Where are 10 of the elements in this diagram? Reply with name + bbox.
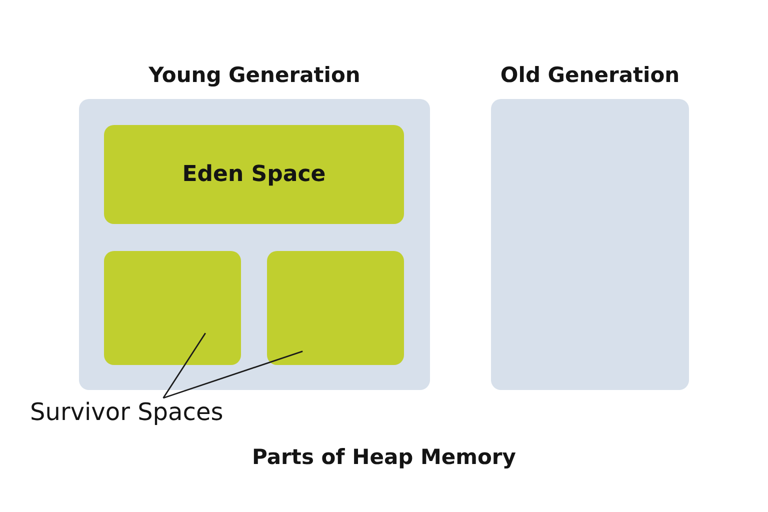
region-heading: Young Generation xyxy=(148,62,360,89)
memory-block xyxy=(267,251,404,365)
memory-block xyxy=(104,251,241,365)
callout-label: Survivor Spaces xyxy=(30,398,224,426)
block-label: Eden Space xyxy=(182,162,326,187)
caption: Parts of Heap Memory xyxy=(252,444,516,471)
leader-line xyxy=(162,332,206,398)
region-heading: Old Generation xyxy=(500,62,680,89)
memory-block xyxy=(104,125,404,224)
leader-line xyxy=(163,350,303,399)
